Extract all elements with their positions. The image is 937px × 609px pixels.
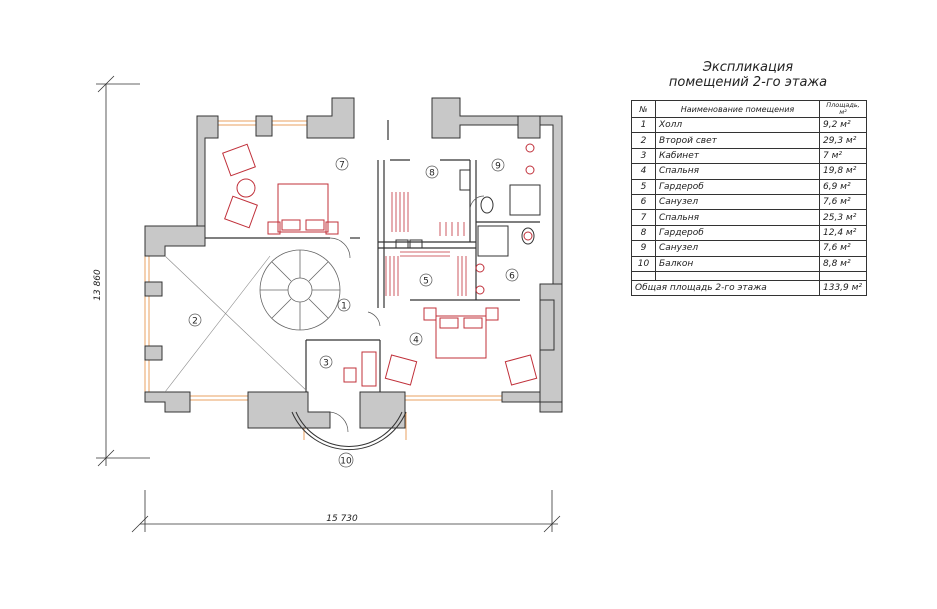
- explication-title-line1: Экспликация: [702, 60, 794, 75]
- door-swings: [329, 195, 485, 433]
- row-area: 7,6 м²: [819, 240, 867, 257]
- spacer-cell: [819, 270, 867, 281]
- room-number: 10: [340, 457, 352, 467]
- header-room-name: Наименование помещения: [655, 100, 820, 118]
- room-number: 9: [495, 162, 501, 172]
- row-area: 12,4 м²: [819, 224, 867, 242]
- room-markers: [188, 157, 519, 468]
- row-area: 6,9 м²: [819, 178, 867, 195]
- total-area: 133,9 м²: [819, 279, 867, 296]
- row-area: 7 м²: [819, 147, 867, 165]
- height-dimension-label: 13 860: [93, 269, 103, 301]
- spacer-cell: [631, 270, 656, 281]
- row-number: 5: [631, 178, 656, 195]
- row-room-name: Санузел: [655, 240, 820, 257]
- room-number: 7: [339, 161, 345, 171]
- row-room-name: Гардероб: [655, 224, 820, 242]
- room-number: 6: [509, 272, 515, 282]
- row-room-name: Второй свет: [655, 132, 820, 149]
- bathroom-fixtures: [395, 169, 541, 257]
- row-number: 6: [631, 193, 656, 211]
- table-header-row: № Наименование помещения Площадь, м²: [631, 100, 867, 118]
- row-room-name: Спальня: [655, 163, 820, 180]
- header-area: Площадь, м²: [819, 100, 867, 118]
- room-number: 8: [429, 169, 435, 179]
- room-numbers: 1 2 3 4 5 6 7 8 9 10: [192, 161, 515, 467]
- row-room-name: Балкон: [655, 255, 820, 272]
- room-number: 5: [423, 277, 429, 287]
- row-number: 2: [631, 132, 656, 149]
- row-number: 3: [631, 147, 656, 165]
- room-number: 1: [341, 302, 347, 312]
- room-number: 2: [192, 317, 198, 327]
- void-cross-lines: [164, 255, 309, 393]
- row-room-name: Гардероб: [655, 178, 820, 195]
- row-area: 9,2 м²: [819, 116, 867, 134]
- furniture: [222, 143, 538, 387]
- room-number: 4: [413, 336, 419, 346]
- table-spacer-row: [631, 270, 867, 281]
- total-label: Общая площадь 2-го этажа: [631, 279, 820, 296]
- interior-walls: [205, 120, 540, 392]
- row-area: 19,8 м²: [819, 163, 867, 180]
- row-room-name: Санузел: [655, 193, 820, 211]
- row-room-name: Кабинет: [655, 147, 820, 165]
- table-total-row: Общая площадь 2-го этажа 133,9 м²: [631, 279, 867, 296]
- width-dimension-label: 15 730: [326, 514, 358, 524]
- explication-title: Экспликация помещений 2-го этажа: [630, 60, 866, 90]
- row-number: 8: [631, 224, 656, 242]
- row-number: 7: [631, 209, 656, 226]
- row-number: 10: [631, 255, 656, 272]
- row-area: 29,3 м²: [819, 132, 867, 149]
- row-room-name: Спальня: [655, 209, 820, 226]
- spacer-cell: [655, 270, 820, 281]
- exterior-walls: [144, 97, 563, 429]
- row-area: 7,6 м²: [819, 193, 867, 211]
- row-area: 25,3 м²: [819, 209, 867, 226]
- header-number: №: [631, 100, 656, 118]
- room-number: 3: [323, 359, 329, 369]
- row-number: 1: [631, 116, 656, 134]
- dimension-lines: [96, 75, 561, 533]
- spiral-staircase: [259, 249, 341, 331]
- row-number: 9: [631, 240, 656, 257]
- row-room-name: Холл: [655, 116, 820, 134]
- row-area: 8,8 м²: [819, 255, 867, 272]
- explication-title-line2: помещений 2-го этажа: [668, 75, 828, 90]
- row-number: 4: [631, 163, 656, 180]
- balcony: [291, 411, 407, 451]
